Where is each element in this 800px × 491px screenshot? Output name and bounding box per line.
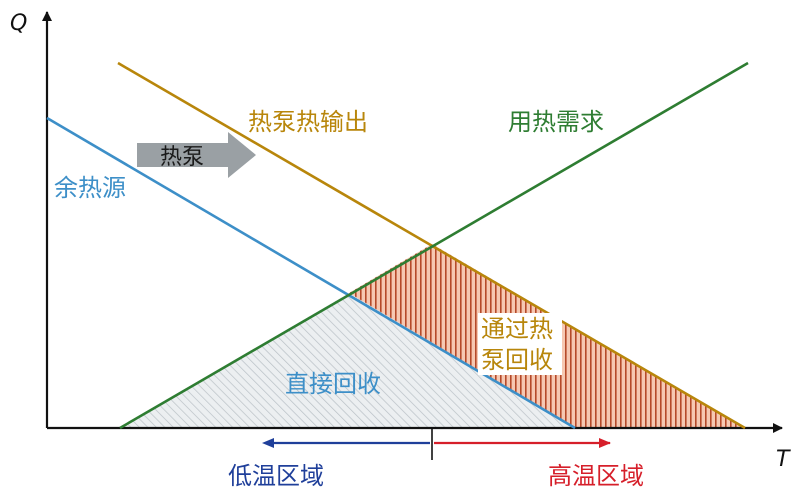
pump-recovery-label-line2: 泵回收 xyxy=(481,346,553,374)
direct-recovery-region xyxy=(120,293,575,428)
heat-pump-arrow-label: 热泵 xyxy=(160,145,204,170)
heat-pump-arrow xyxy=(137,132,256,178)
low-zone-label: 低温区域 xyxy=(228,462,324,490)
heat-pump-output-label: 热泵热输出 xyxy=(248,108,368,136)
direct-recovery-label: 直接回收 xyxy=(285,370,381,398)
high-zone-label: 高温区域 xyxy=(548,462,644,490)
pump-recovery-label-bg xyxy=(478,313,562,375)
waste-heat-source-label: 余热源 xyxy=(54,174,126,202)
y-axis-label: Q xyxy=(10,11,27,36)
pump-recovery-label-line1: 通过热 xyxy=(481,315,553,343)
heat-demand-label: 用热需求 xyxy=(508,108,604,136)
heat-demand-line xyxy=(119,61,749,430)
x-axis-label: T xyxy=(776,447,791,472)
waste-heat-source-line xyxy=(46,116,576,430)
